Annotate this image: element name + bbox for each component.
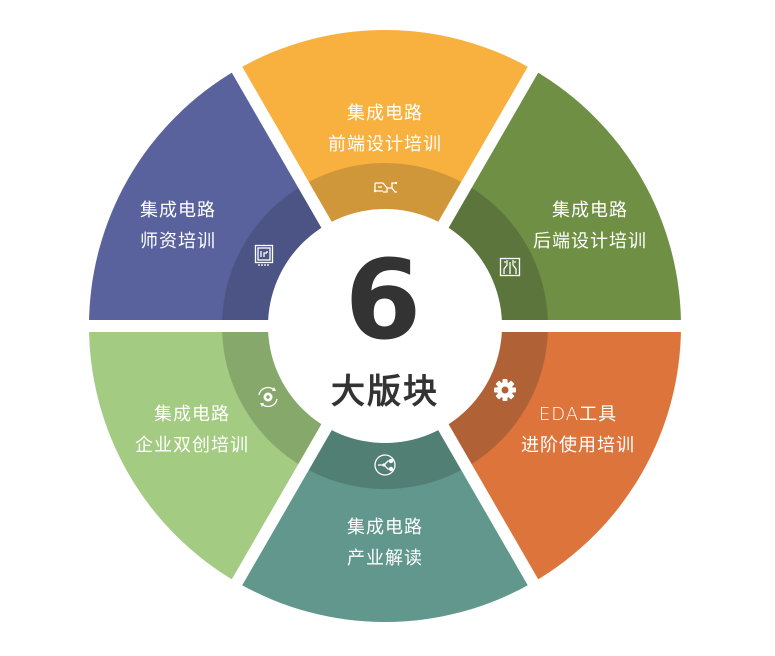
refresh-gear-icon — [258, 386, 278, 408]
segment-industry[interactable]: 集成电路 产业解读 — [347, 454, 423, 569]
segment-enterprise[interactable]: 集成电路 企业双创培训 — [135, 386, 278, 456]
gear-icon — [494, 379, 516, 401]
segment-teacher-line2: 师资培训 — [140, 231, 216, 252]
segment-backend-line1: 集成电路 — [552, 200, 628, 221]
segment-enterprise-line2: 企业双创培训 — [135, 435, 249, 456]
segment-frontend[interactable]: 集成电路 前端设计培训 — [328, 103, 442, 193]
inner-band-frontend — [237, 163, 533, 326]
segment-frontend-line2: 前端设计培训 — [328, 134, 442, 155]
segment-eda-line1: EDA工具 — [539, 404, 617, 425]
segment-backend-line2: 后端设计培训 — [533, 231, 647, 252]
segment-teacher[interactable]: 集成电路 师资培训 — [140, 200, 274, 266]
circuit-trace-icon — [373, 181, 398, 193]
center-label: 大版块 — [331, 372, 439, 412]
segment-industry-line1: 集成电路 — [347, 517, 423, 538]
segment-eda[interactable]: EDA工具 进阶使用培训 — [494, 379, 635, 456]
segment-enterprise-line1: 集成电路 — [154, 404, 230, 425]
chip-board-icon — [254, 244, 274, 266]
segment-eda-line2: 进阶使用培训 — [521, 435, 635, 456]
segment-frontend-line1: 集成电路 — [347, 103, 423, 124]
center-number: 6 — [345, 236, 422, 364]
chip-pins-icon — [499, 257, 521, 277]
network-nodes-icon — [374, 454, 396, 476]
inner-band-industry — [237, 326, 533, 489]
center-circle — [268, 209, 502, 443]
segment-backend[interactable]: 集成电路 后端设计培训 — [499, 200, 648, 277]
segment-industry-line2: 产业解读 — [347, 548, 423, 569]
segment-teacher-line1: 集成电路 — [140, 200, 216, 221]
